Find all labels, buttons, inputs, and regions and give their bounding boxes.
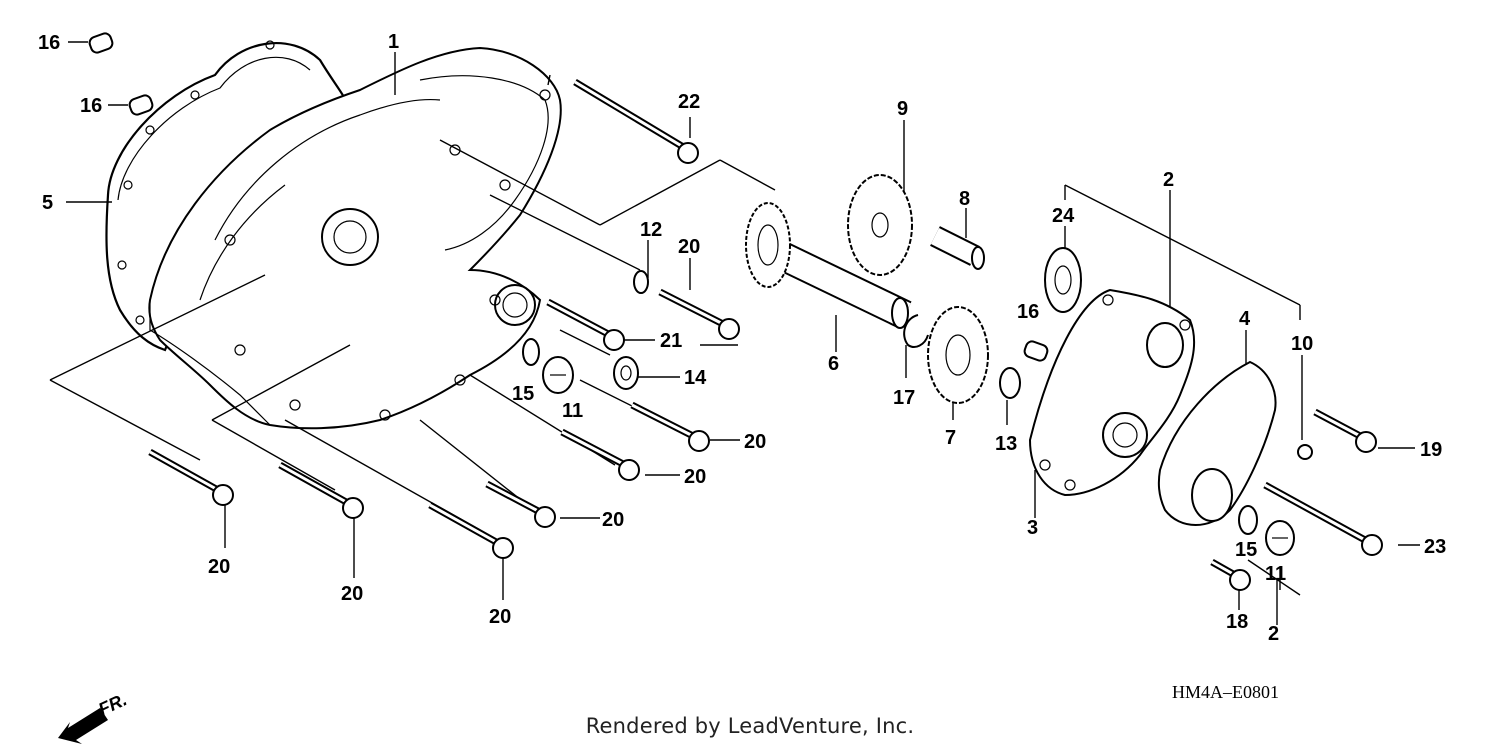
callout-11: 11 <box>1265 563 1286 585</box>
callout-22: 22 <box>678 91 700 113</box>
callout-20: 20 <box>744 431 766 453</box>
callout-3: 3 <box>1027 517 1038 539</box>
callout-15: 15 <box>512 383 534 405</box>
dowel-pin <box>88 32 1049 362</box>
plate-4 <box>1157 360 1277 526</box>
callout-20: 20 <box>602 509 624 531</box>
callout-20: 20 <box>684 466 706 488</box>
plug-11 <box>542 356 1295 556</box>
callout-16: 16 <box>80 95 102 117</box>
callout-4: 4 <box>1239 308 1251 330</box>
callout-18: 18 <box>1226 611 1248 633</box>
callout-21: 21 <box>660 330 682 352</box>
direction-arrow-icon <box>58 708 108 744</box>
shaft-gear <box>745 202 912 329</box>
callout-6: 6 <box>828 353 839 375</box>
case-cover-2 <box>1028 288 1196 497</box>
callout-20: 20 <box>341 583 363 605</box>
crankcase-cover <box>148 46 562 430</box>
callout-20: 20 <box>489 606 511 628</box>
circlip-17 <box>903 314 929 348</box>
callout-5: 5 <box>42 192 53 214</box>
callout-14: 14 <box>684 367 707 389</box>
callout-8: 8 <box>959 188 970 210</box>
callout-20: 20 <box>678 236 700 258</box>
callout-19: 19 <box>1420 439 1442 461</box>
gear-7 <box>927 306 989 404</box>
callout-20: 20 <box>208 556 230 578</box>
callout-17: 17 <box>893 387 915 409</box>
callout-16: 16 <box>1017 301 1039 323</box>
callout-15: 15 <box>1235 539 1257 561</box>
callout-12: 12 <box>640 219 662 241</box>
bolts <box>148 78 1383 591</box>
callouts: 16 16 5 1 22 9 8 2 24 12 20 16 4 10 21 6… <box>38 31 1446 645</box>
bearing-24 <box>1044 247 1082 313</box>
callout-2: 2 <box>1268 623 1279 645</box>
callout-2: 2 <box>1163 169 1174 191</box>
callout-9: 9 <box>897 98 908 120</box>
callout-24: 24 <box>1052 205 1075 227</box>
footer-credit: Rendered by LeadVenture, Inc. <box>585 714 915 738</box>
gear-9 <box>847 174 913 276</box>
callout-16: 16 <box>38 32 60 54</box>
washers <box>522 270 1258 535</box>
callout-7: 7 <box>945 427 956 449</box>
callout-11: 11 <box>562 400 583 422</box>
callout-23: 23 <box>1424 536 1446 558</box>
leader-lines <box>49 41 1420 625</box>
pin-8 <box>930 226 985 270</box>
callout-1: 1 <box>388 31 399 53</box>
callout-13: 13 <box>995 433 1017 455</box>
diagram-code: HM4A–E0801 <box>1172 682 1279 702</box>
callout-10: 10 <box>1291 333 1313 355</box>
